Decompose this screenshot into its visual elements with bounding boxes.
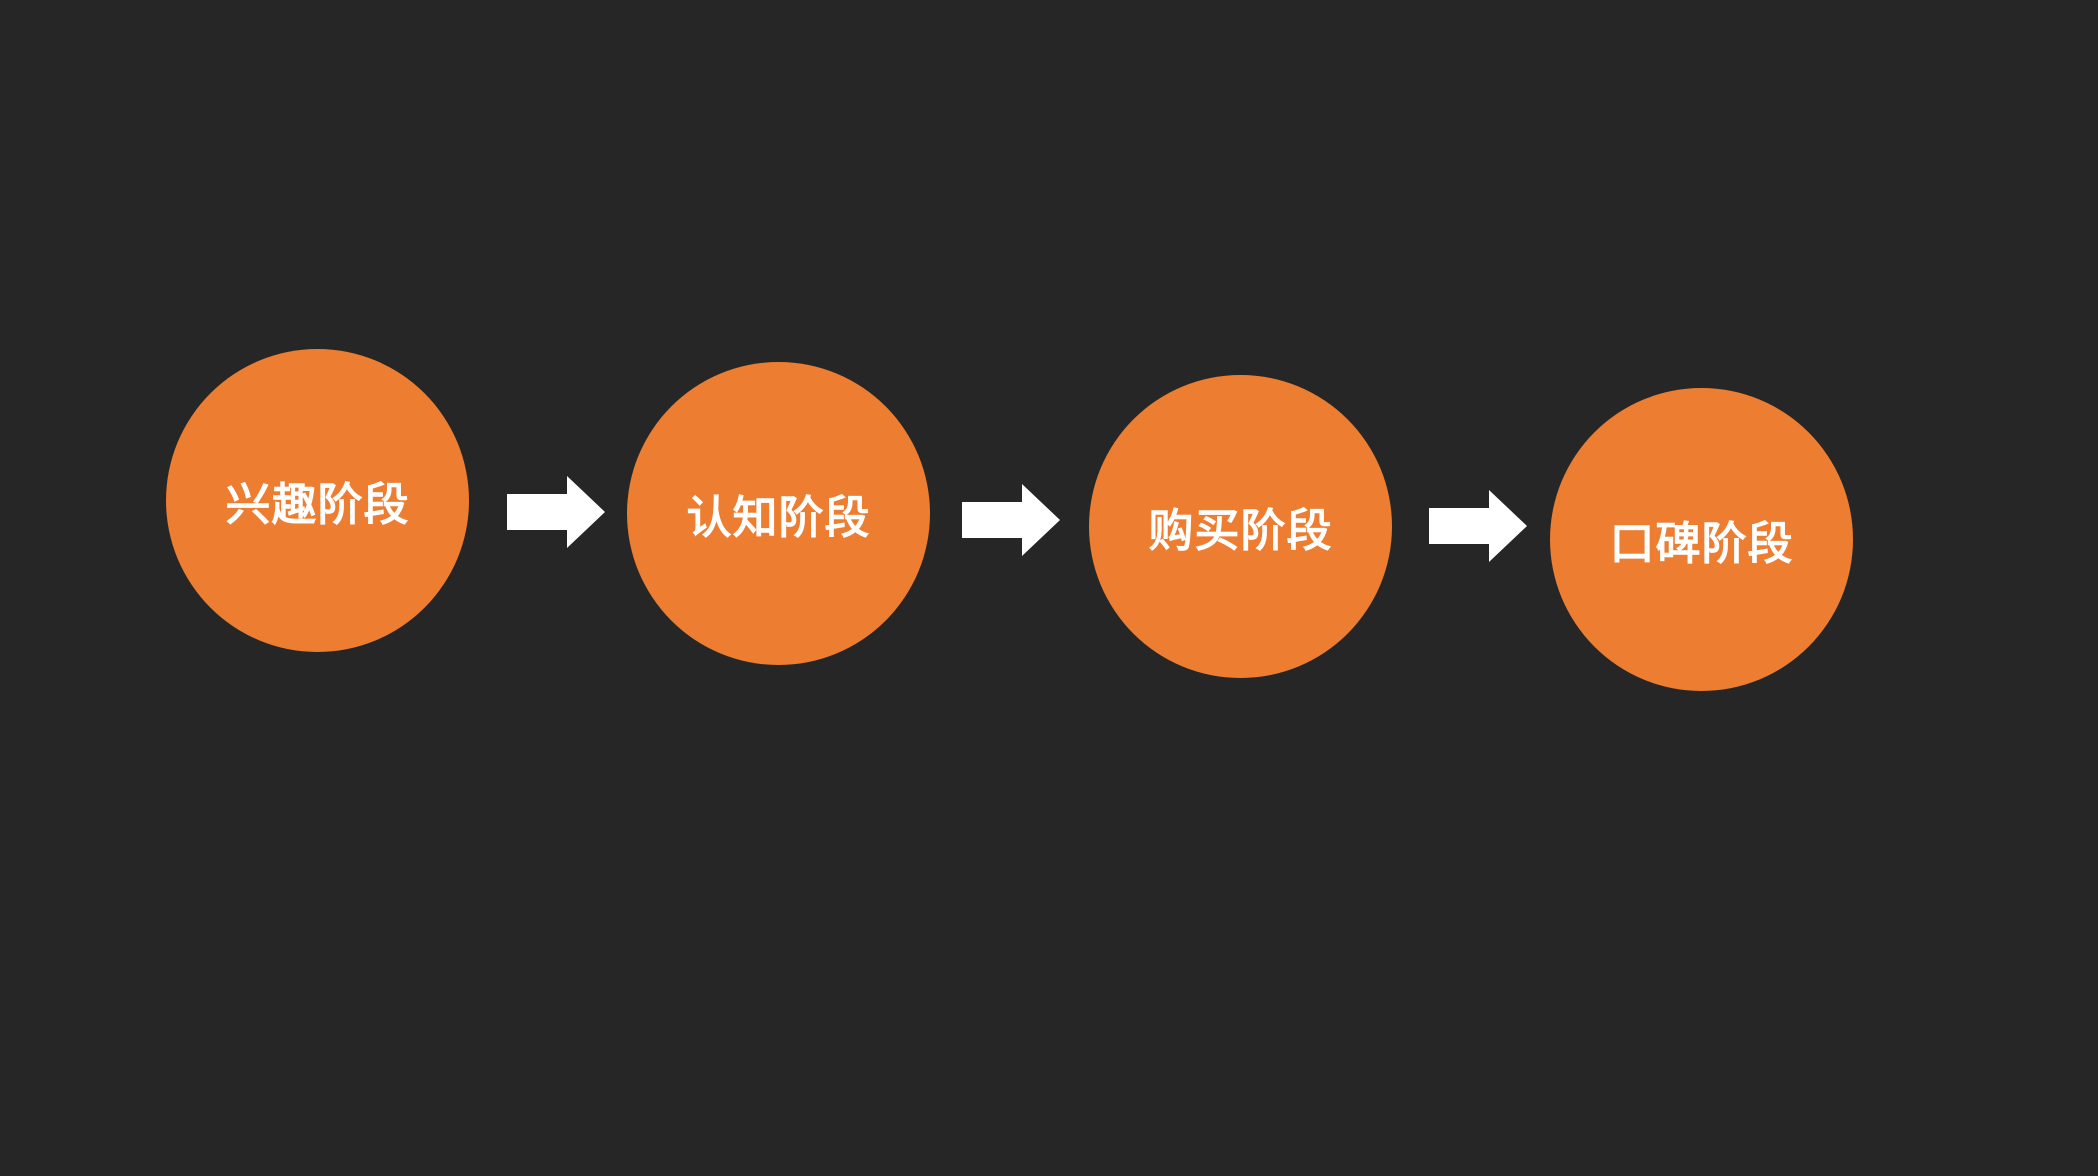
stage-label: 兴趣阶段	[225, 478, 410, 531]
right-arrow-icon	[962, 484, 1060, 556]
stage-circle-purchase: 购买阶段	[1089, 375, 1392, 678]
stage-circle-interest: 兴趣阶段	[166, 349, 469, 652]
stage-label: 购买阶段	[1148, 504, 1333, 557]
stage-circle-word-of-mouth: 口碑阶段	[1550, 388, 1853, 691]
right-arrow-icon	[507, 476, 605, 548]
right-arrow-icon	[1429, 490, 1527, 562]
stage-label: 口碑阶段	[1609, 517, 1794, 570]
stage-label: 认知阶段	[686, 491, 871, 544]
stage-circle-awareness: 认知阶段	[627, 362, 930, 665]
